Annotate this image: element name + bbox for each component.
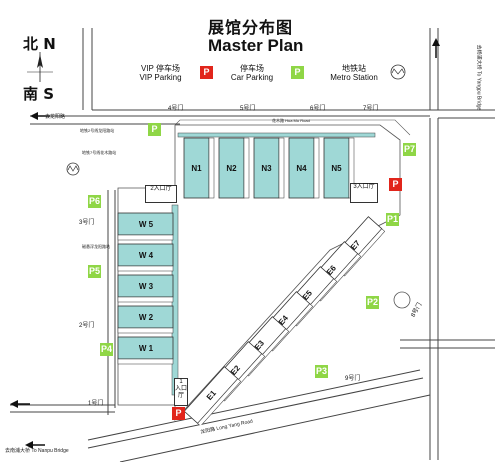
arrow-north-icon (432, 38, 440, 58)
parking-p-north[interactable]: P (148, 123, 161, 136)
parking-p1[interactable]: P1 (386, 213, 399, 226)
hall-group-e1: E1 (183, 366, 242, 425)
vip-parking-badge: P (200, 66, 213, 79)
parking-red-south[interactable]: P (172, 407, 185, 420)
west-halls: W 5 W 4 W 3 W 2 W 1 (117, 212, 174, 365)
gate-1[interactable]: 1号门 (88, 401, 104, 407)
hall-label-w4: W 4 (139, 251, 154, 260)
parking-red-east[interactable]: P (389, 178, 402, 191)
entrance-hall-3[interactable]: 3入口厅 (350, 183, 378, 203)
car-parking-badge: P (291, 66, 304, 79)
hall-n3[interactable] (253, 137, 280, 199)
parking-p3[interactable]: P3 (315, 365, 328, 378)
hall-side-w3 (117, 296, 174, 303)
entrance-2-label: 入口厅 (153, 186, 172, 192)
hall-side-n2 (243, 137, 250, 199)
gate-6[interactable]: 6号门 (310, 106, 326, 112)
parking-p6[interactable]: P6 (88, 195, 101, 208)
gate-2[interactable]: 2号门 (79, 323, 95, 329)
title-chinese: 展馆分布图 (208, 18, 294, 37)
title-english: Master Plan (208, 36, 304, 55)
hall-side-w5 (117, 234, 174, 241)
gate-5[interactable]: 5号门 (240, 106, 256, 112)
parking-p7[interactable]: P7 (403, 143, 416, 156)
arrow-west-icon (30, 112, 50, 120)
compass-north: 北 N (23, 35, 56, 53)
arrow-southwest-icon (25, 441, 45, 449)
legend-car-en: Car Parking (230, 73, 274, 82)
hall-side-n1 (208, 137, 215, 199)
hall-side-n4 (313, 137, 320, 199)
hall-side-e1 (197, 378, 242, 425)
north-halls: N1 N2 N3 N4 N5 (183, 137, 355, 199)
metro-line7-label: 地铁7号线花木路站 (82, 150, 117, 155)
road-to-longyang: 去龙阳路 (45, 114, 66, 120)
parking-p4[interactable]: P4 (100, 343, 113, 356)
parking-p5[interactable]: P5 (88, 265, 101, 278)
gate-7[interactable]: 7号门 (363, 106, 379, 112)
gate-9[interactable]: 9号门 (345, 376, 361, 382)
gate-4[interactable]: 4号门 (168, 106, 184, 112)
hall-label-n1: N1 (191, 164, 202, 173)
road-huamu: 花木路 Hua Mu Road (272, 118, 310, 123)
hall-label-n5: N5 (331, 164, 342, 173)
compass-south: 南 S (23, 85, 55, 103)
hall-label-w3: W 3 (139, 282, 154, 291)
road-to-nanpu: 去南浦大桥 To Nanpu Bridge (5, 448, 69, 454)
legend-car-parking: 停车场 Car Parking (223, 64, 281, 82)
legend-vip-en: VIP Parking (139, 73, 182, 82)
legend-vip-cn: VIP 停车场 (141, 64, 180, 73)
hall-side-w4 (117, 265, 174, 272)
entrance-1-number: 1 (179, 379, 183, 385)
hall-label-n4: N4 (296, 164, 307, 173)
metro-line2-label: 地铁2号线龙阳路站 (80, 128, 115, 133)
hall-label-n2: N2 (226, 164, 237, 173)
hall-n1[interactable] (183, 137, 210, 199)
hall-side-n3 (278, 137, 285, 199)
hall-label-w2: W 2 (139, 313, 154, 322)
legend-metro-cn: 地铁站 (342, 64, 366, 73)
entrance-2-number: 2 (150, 186, 154, 192)
entrance-3-number: 3 (353, 184, 357, 190)
legend-metro-station: 地铁站 Metro Station (322, 64, 386, 82)
arrow-west-south-icon (10, 400, 30, 408)
hall-n2[interactable] (218, 137, 245, 199)
hall-label-w5: W 5 (139, 220, 154, 229)
parking-p2[interactable]: P2 (366, 296, 379, 309)
hall-label-n3: N3 (261, 164, 272, 173)
hall-side-w1 (117, 358, 174, 365)
hall-n4[interactable] (288, 137, 315, 199)
entrance-hall-2[interactable]: 2入口厅 (145, 185, 177, 203)
compass-arrow-icon (27, 52, 53, 82)
entrance-1-label: 入口厅 (175, 386, 188, 399)
road-to-yangpu: 去杨浦大桥 To Yangpu Bridge (475, 44, 482, 111)
legend-car-cn: 停车场 (240, 64, 264, 73)
legend-vip-parking: VIP 停车场 VIP Parking (128, 64, 193, 82)
legend-metro-en: Metro Station (330, 73, 378, 82)
hall-label-w1: W 1 (139, 344, 154, 353)
entrance-3-label: 入口厅 (356, 184, 375, 190)
gate-3[interactable]: 3号门 (79, 220, 95, 226)
metro-maglev-label: 磁悬浮龙阳路站 (82, 244, 110, 249)
hall-side-w2 (117, 327, 174, 334)
